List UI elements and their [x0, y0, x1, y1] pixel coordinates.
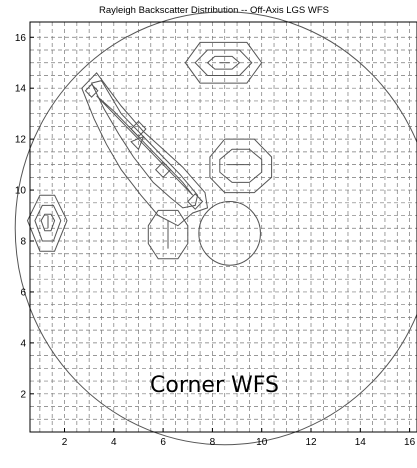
diag-sq-2-contour [130, 120, 147, 138]
y-tick-label: 14 [15, 84, 27, 95]
diag-sq-4-contour [187, 193, 204, 210]
y-tick-label: 6 [20, 287, 26, 298]
bottom-blob-contour [147, 209, 189, 260]
contour-lines [26, 41, 273, 260]
y-tick-label: 12 [15, 135, 27, 146]
y-axis-ticks: 2 4 6 8 10 12 14 16 [15, 33, 34, 400]
x-tick-label: 14 [355, 437, 367, 448]
pupil-circles [14, 11, 417, 446]
left-blob-contour [26, 194, 68, 252]
top-blob-contour [184, 41, 263, 84]
pupil-circle [14, 11, 417, 446]
left-blob-contour [40, 213, 56, 232]
diag-sq-3-contour [155, 161, 172, 179]
x-tick-label: 12 [305, 437, 317, 448]
small-wedge-contour [130, 135, 145, 151]
x-tick-label: 16 [404, 437, 416, 448]
y-tick-label: 8 [20, 237, 26, 248]
top-blob-contour [206, 55, 241, 70]
x-tick-label: 4 [111, 437, 117, 448]
y-tick-label: 10 [15, 186, 27, 197]
corner-wfs-annotation: Corner WFS [150, 373, 279, 398]
chart-title: Rayleigh Backscatter Distribution -- Off… [99, 5, 329, 16]
central-obscuration-circle [198, 201, 261, 266]
diagonal-mid-contour [90, 80, 199, 209]
x-tick-label: 2 [62, 437, 68, 448]
y-tick-label: 2 [20, 389, 26, 400]
diag-sq-1-contour [84, 83, 99, 98]
grid-lines [30, 22, 417, 432]
y-tick-label: 4 [20, 338, 26, 349]
plot-frame [29, 21, 417, 433]
diagonal-outer-contour [81, 72, 209, 227]
x-tick-label: 10 [256, 437, 268, 448]
x-axis-ticks: 2 4 6 8 10 12 14 16 [62, 428, 416, 448]
y-tick-label: 16 [15, 33, 27, 44]
x-tick-label: 8 [210, 437, 216, 448]
left-blob-contour [34, 204, 62, 242]
top-blob-contour [194, 49, 253, 76]
diagonal-inner-contour [96, 95, 194, 196]
right-blob-contour [209, 138, 273, 194]
right-blob-contour [219, 148, 263, 183]
x-tick-label: 6 [160, 437, 166, 448]
